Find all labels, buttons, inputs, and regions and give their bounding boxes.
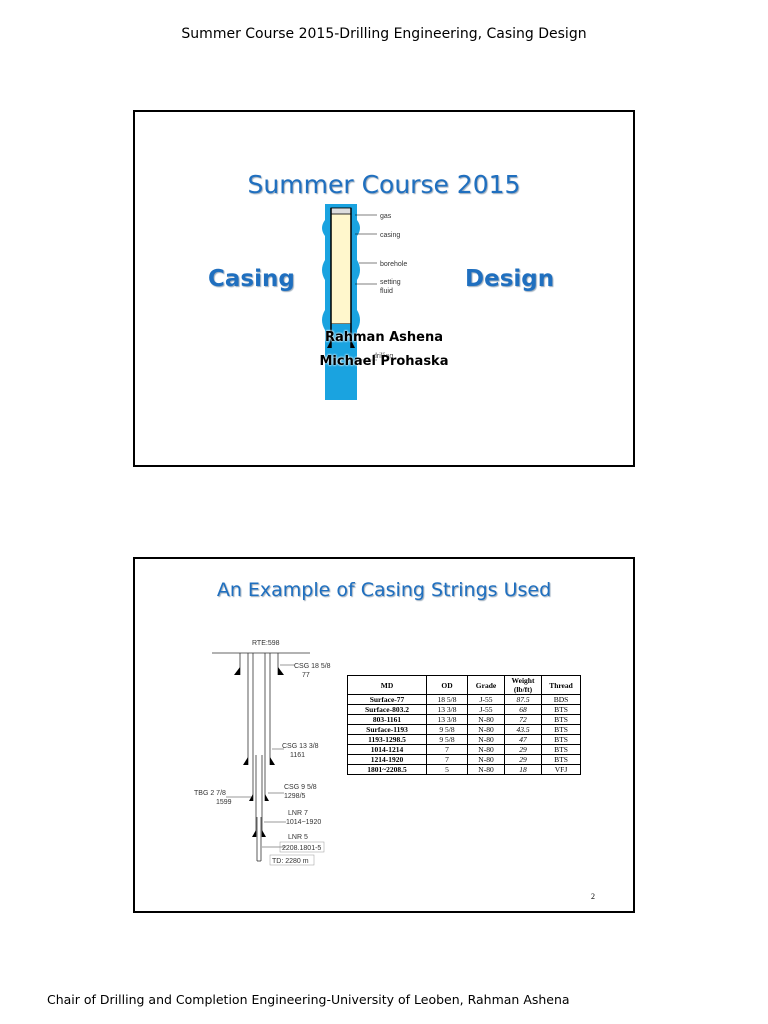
label-csg-13-depth: 1161 [290, 752, 305, 759]
table-cell: 1801~2208.5 [347, 764, 427, 775]
label-lnr-7: LNR 7 [288, 810, 308, 817]
table-header: Weight (lb/ft) [504, 675, 542, 695]
table-cell: 43.5 [504, 724, 542, 735]
table-cell: N-80 [467, 734, 505, 745]
table-cell: J-55 [467, 704, 505, 715]
slide1-design-word: Design [465, 266, 555, 292]
label-tbg-depth: 1599 [216, 799, 232, 806]
table-cell: 72 [504, 714, 542, 725]
table-cell: 29 [504, 754, 542, 765]
table-cell: BTS [541, 744, 581, 755]
slide-1: gas casing borehole setting fluid drilli… [133, 110, 635, 467]
author-name: Michael Prohaska [319, 354, 449, 369]
label-csg-18-depth: 77 [302, 672, 310, 679]
table-cell: N-80 [467, 714, 505, 725]
table-cell: 1214-1920 [347, 754, 427, 765]
table-header: Thread [541, 675, 581, 695]
label-rte: RTE:598 [252, 640, 280, 647]
table-cell: Surface-803.2 [347, 704, 427, 715]
table-cell: Surface-1193 [347, 724, 427, 735]
table-cell: N-80 [467, 744, 505, 755]
label-lnr-5-depth: 2208.1801-5 [282, 845, 321, 852]
author-name: Rahman Ashena [324, 330, 444, 345]
table-cell: 1193-1298.5 [347, 734, 427, 745]
label-setting: setting [380, 279, 401, 286]
table-cell: 5 [426, 764, 468, 775]
slide1-casing-word: Casing [208, 266, 295, 292]
table-header: OD [426, 675, 468, 695]
table-cell: 13 3/8 [426, 714, 468, 725]
label-gas: gas [380, 213, 392, 220]
table-cell: 18 5/8 [426, 694, 468, 705]
page-footer: Chair of Drilling and Completion Enginee… [47, 992, 570, 1007]
slide1-title: Summer Course 2015 [247, 170, 521, 199]
table-cell: 13 3/8 [426, 704, 468, 715]
table-cell: J-55 [467, 694, 505, 705]
table-cell: 9 5/8 [426, 724, 468, 735]
casing-table: MD OD Grade Weight (lb/ft) Thread Surfac… [347, 675, 581, 775]
table-cell: 7 [426, 744, 468, 755]
label-csg-9-depth: 1298/5 [284, 793, 306, 800]
label-lnr-7-depth: 1014~1920 [286, 819, 321, 826]
label-borehole: borehole [380, 261, 407, 268]
table-cell: 29 [504, 744, 542, 755]
label-fluid: fluid [380, 288, 393, 295]
wellbore-diagram: gas casing borehole setting fluid drilli… [322, 204, 407, 400]
table-cell: BTS [541, 714, 581, 725]
label-lnr-5: LNR 5 [288, 834, 308, 841]
table-cell: 68 [504, 704, 542, 715]
slide2-title: An Example of Casing Strings Used [216, 579, 552, 601]
page-header: Summer Course 2015-Drilling Engineering,… [181, 26, 587, 42]
table-cell: 1014-1214 [347, 744, 427, 755]
table-cell: BTS [541, 704, 581, 715]
casing-strings-diagram: RTE:598 CSG 18 5/8 77 CSG 13 [194, 640, 331, 866]
table-cell: N-80 [467, 754, 505, 765]
label-tbg: TBG 2 7/8 [194, 790, 226, 797]
table-cell: 18 [504, 764, 542, 775]
table-cell: 803-1161 [347, 714, 427, 725]
label-csg-18: CSG 18 5/8 [294, 663, 331, 670]
label-csg-9: CSG 9 5/8 [284, 784, 317, 791]
table-cell: 87.5 [504, 694, 542, 705]
table-cell: BTS [541, 734, 581, 745]
table-cell: BTS [541, 724, 581, 735]
table-header: Grade [467, 675, 505, 695]
table-cell: N-80 [467, 724, 505, 735]
label-casing: casing [380, 232, 400, 239]
slide-number: 2 [591, 892, 595, 901]
label-csg-13: CSG 13 3/8 [282, 743, 319, 750]
table-cell: 7 [426, 754, 468, 765]
table-cell: N-80 [467, 764, 505, 775]
label-drilling: drilling [373, 353, 393, 360]
table-cell: VFJ [541, 764, 581, 775]
table-header: MD [347, 675, 427, 695]
table-cell: 9 5/8 [426, 734, 468, 745]
slide-2: An Example of Casing Strings Used RTE:59… [133, 557, 635, 913]
table-cell: BTS [541, 754, 581, 765]
table-cell: Surface-77 [347, 694, 427, 705]
table-cell: 47 [504, 734, 542, 745]
table-cell: BDS [541, 694, 581, 705]
label-td: TD: 2280 m [272, 858, 309, 865]
